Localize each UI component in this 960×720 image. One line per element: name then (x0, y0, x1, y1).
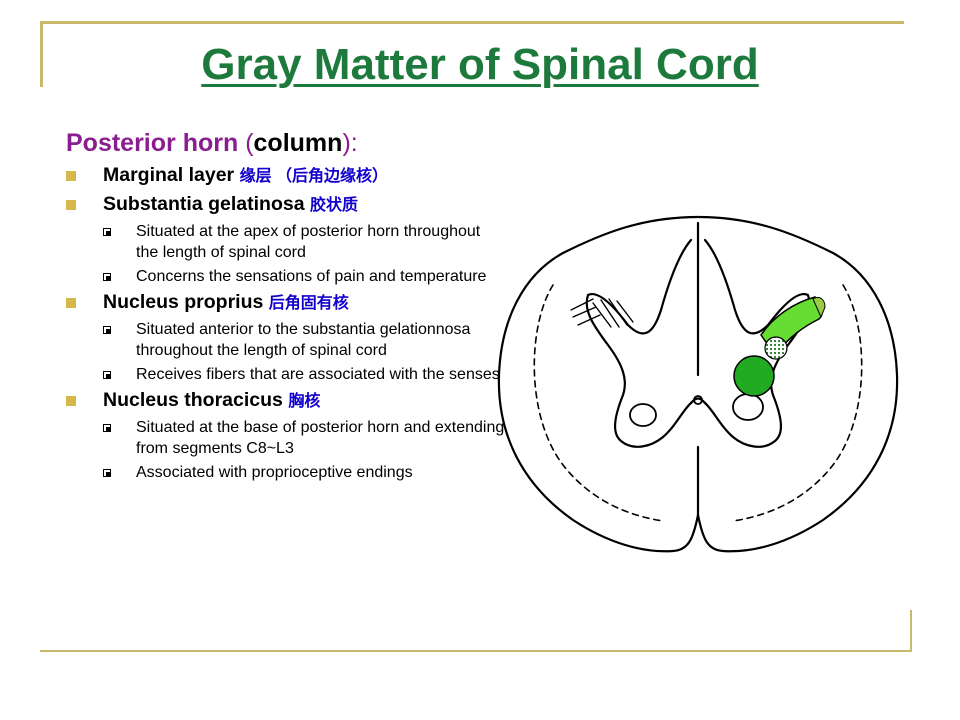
rootlets-left (570, 298, 601, 326)
frame-rule-left (40, 21, 43, 87)
nucleus-proprius-highlight (764, 336, 788, 360)
nucleus-outline-left (629, 403, 657, 427)
gray-commissure (689, 397, 707, 405)
nucleus-outline-right (732, 393, 764, 421)
sub-bullet-text: Situated at the base of posterior horn a… (136, 419, 505, 457)
frame-rule-bottom (40, 650, 912, 652)
spinal-cord-cross-section-diagram (497, 215, 899, 553)
sub-bullet-text: Associated with proprioceptive endings (136, 464, 413, 481)
frame-rule-right (910, 610, 912, 652)
bullet-label: Marginal layer (103, 164, 240, 186)
bullet-chinese-label: 胶状质 (309, 197, 358, 214)
square-bullet-icon (66, 200, 76, 210)
sub-bullet: Receives fibers that are associated with… (66, 364, 506, 385)
gray-matter-right (703, 238, 811, 448)
hollow-square-bullet-icon (103, 371, 111, 379)
section-heading: Posterior horn (column): (66, 127, 506, 159)
bullet-substantia-gelatinosa: Substantia gelatinosa 胶状质 (66, 192, 506, 218)
white-matter-boundary-left (533, 284, 664, 522)
square-bullet-icon (66, 298, 76, 308)
square-bullet-icon (66, 396, 76, 406)
sub-bullet: Situated anterior to the substantia gela… (66, 319, 506, 361)
hollow-square-bullet-icon (103, 424, 111, 432)
bullet-label: Nucleus proprius (103, 291, 269, 313)
bullet-nucleus-thoracicus: Nucleus thoracicus 胸核 (66, 388, 506, 414)
sub-bullet: Situated at the apex of posterior horn t… (66, 221, 506, 263)
sub-bullet-text: Receives fibers that are associated with… (136, 366, 500, 383)
bullet-chinese-label: 缘层 （后角边缘核） (239, 168, 389, 185)
central-canal (693, 395, 703, 405)
bullet-chinese-label: 胸核 (288, 393, 321, 410)
sub-bullet: Concerns the sensations of pain and temp… (66, 266, 506, 287)
hollow-square-bullet-icon (103, 273, 111, 281)
white-matter-boundary-right (732, 284, 863, 522)
sub-bullet: Associated with proprioceptive endings (66, 462, 506, 483)
sub-bullet: Situated at the base of posterior horn a… (66, 417, 506, 459)
bullet-marginal-layer: Marginal layer 缘层 （后角边缘核） (66, 163, 506, 189)
heading-close-paren: ): (342, 129, 358, 157)
bullet-chinese-label: 后角固有核 (268, 295, 349, 312)
slide-title: Gray Matter of Spinal Cord (201, 40, 759, 89)
hollow-square-bullet-icon (103, 469, 111, 477)
sub-bullet-text: Situated anterior to the substantia gela… (136, 321, 471, 359)
hatching-left (592, 298, 634, 328)
marginal-layer-highlight (812, 296, 826, 319)
gray-matter-left (585, 238, 693, 448)
heading-column: column (253, 129, 343, 157)
heading-open-paren: ( (238, 129, 254, 157)
frame-rule-top (40, 21, 904, 24)
nucleus-thoracicus-highlight (733, 355, 775, 397)
bullet-label: Substantia gelatinosa (103, 193, 310, 215)
sub-bullet-text: Concerns the sensations of pain and temp… (136, 268, 487, 285)
bullet-nucleus-proprius: Nucleus proprius 后角固有核 (66, 290, 506, 316)
slide-content: Posterior horn (column): Marginal layer … (66, 127, 506, 483)
hollow-square-bullet-icon (103, 228, 111, 236)
heading-term: Posterior horn (66, 129, 239, 157)
square-bullet-icon (66, 171, 76, 181)
sub-bullet-text: Situated at the apex of posterior horn t… (136, 223, 481, 261)
bullet-label: Nucleus thoracicus (103, 389, 289, 411)
hollow-square-bullet-icon (103, 326, 111, 334)
